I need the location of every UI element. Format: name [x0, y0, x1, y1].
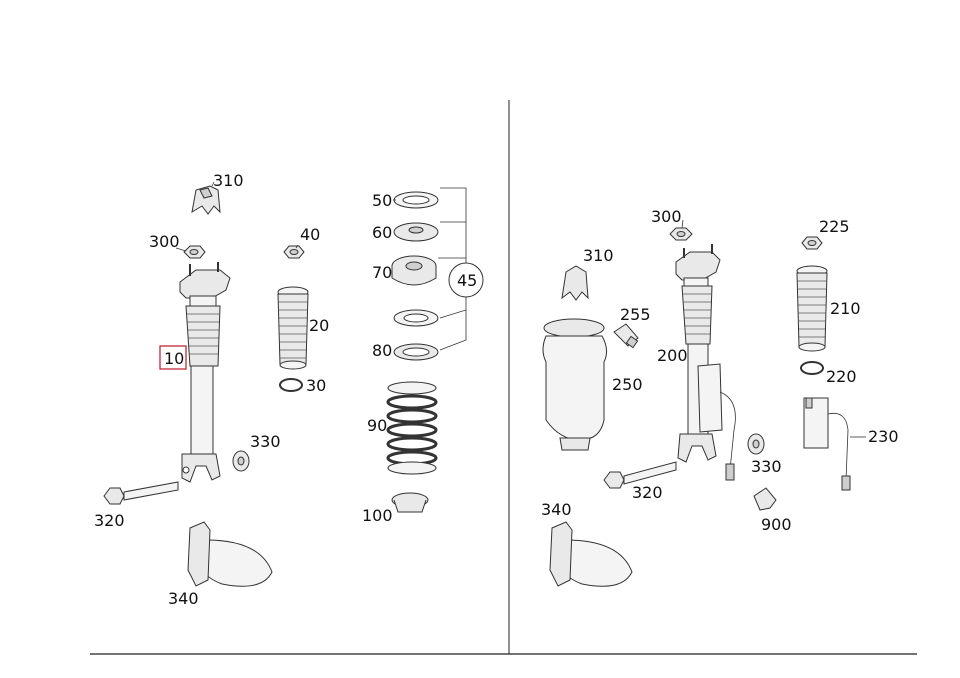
label-left-330[interactable]: 330: [250, 432, 281, 451]
label-left-45[interactable]: 45: [457, 271, 477, 290]
label-right-330[interactable]: 330: [751, 457, 782, 476]
right-part-220-clamp[interactable]: [800, 361, 824, 375]
label-left-340[interactable]: 340: [168, 589, 199, 608]
label-right-300[interactable]: 300: [651, 207, 682, 226]
label-left-20[interactable]: 20: [309, 316, 329, 335]
left-part-320-bolt[interactable]: [103, 481, 179, 505]
label-right-340[interactable]: 340: [541, 500, 572, 519]
right-part-300-nut[interactable]: [669, 227, 693, 241]
left-part-washer[interactable]: [393, 309, 439, 327]
right-part-340-shield[interactable]: [549, 521, 633, 587]
left-part-300-nut[interactable]: [183, 245, 206, 259]
label-left-50[interactable]: 50: [372, 191, 392, 210]
right-part-200-strut[interactable]: [675, 244, 736, 481]
label-left-70[interactable]: 70: [372, 263, 392, 282]
left-part-90-spring[interactable]: [386, 381, 438, 475]
label-right-255[interactable]: 255: [620, 305, 651, 324]
label-left-80[interactable]: 80: [372, 341, 392, 360]
label-left-30[interactable]: 30: [306, 376, 326, 395]
label-left-60[interactable]: 60: [372, 223, 392, 242]
right-part-230-sensor[interactable]: [803, 397, 851, 491]
right-part-210-bellows[interactable]: [796, 265, 828, 352]
label-left-320[interactable]: 320: [94, 511, 125, 530]
highlight-box-10: [159, 345, 187, 370]
left-part-60-plate[interactable]: [393, 222, 439, 242]
label-left-90[interactable]: 90: [367, 416, 387, 435]
right-part-250-air-spring[interactable]: [542, 318, 608, 451]
left-part-80-pad[interactable]: [393, 343, 439, 361]
label-right-900[interactable]: 900: [761, 515, 792, 534]
left-part-50-ring[interactable]: [393, 191, 439, 209]
left-part-70-mount[interactable]: [391, 255, 437, 286]
left-part-330-bushing[interactable]: [232, 450, 250, 472]
right-part-310-clip[interactable]: [561, 265, 589, 301]
left-part-100-seat[interactable]: [391, 492, 429, 513]
left-part-20-bellows[interactable]: [277, 286, 309, 370]
label-left-300[interactable]: 300: [149, 232, 180, 251]
left-part-10-strut[interactable]: [179, 262, 231, 483]
label-left-100[interactable]: 100: [362, 506, 393, 525]
right-part-900-connector[interactable]: [753, 487, 777, 511]
label-right-250[interactable]: 250: [612, 375, 643, 394]
label-left-40[interactable]: 40: [300, 225, 320, 244]
right-part-330-bushing[interactable]: [747, 433, 765, 455]
label-right-200[interactable]: 200: [657, 346, 688, 365]
left-part-30-clamp[interactable]: [279, 378, 303, 392]
right-assembly: [542, 219, 866, 587]
right-part-225-nut[interactable]: [801, 236, 823, 250]
label-right-225[interactable]: 225: [819, 217, 850, 236]
left-part-40-nut[interactable]: [283, 245, 305, 259]
label-right-220[interactable]: 220: [826, 367, 857, 386]
right-part-255-fitting[interactable]: [613, 323, 639, 349]
label-left-310[interactable]: 310: [213, 171, 244, 190]
right-part-320-bolt[interactable]: [603, 461, 677, 489]
label-right-230[interactable]: 230: [868, 427, 899, 446]
label-left-10[interactable]: 10: [164, 349, 184, 368]
label-right-210[interactable]: 210: [830, 299, 861, 318]
label-right-320[interactable]: 320: [632, 483, 663, 502]
left-assembly: [103, 181, 484, 587]
label-right-310[interactable]: 310: [583, 246, 614, 265]
left-part-340-shield[interactable]: [187, 521, 273, 587]
left-part-310-clip[interactable]: [191, 185, 221, 215]
